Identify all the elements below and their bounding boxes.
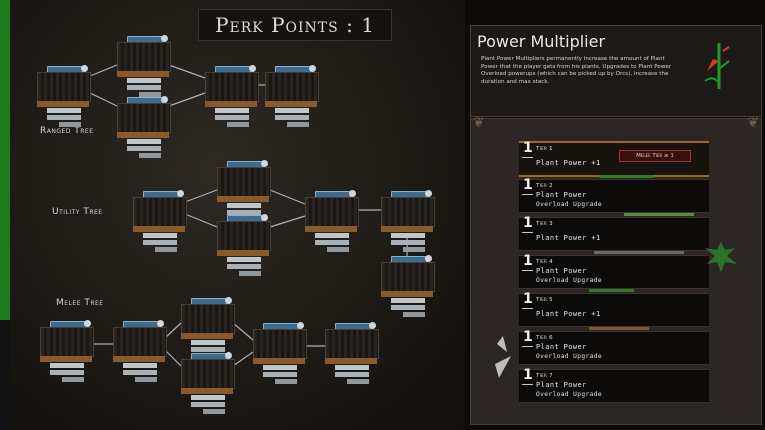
utility-perk-node[interactable] xyxy=(381,255,435,318)
tier-count: 1 xyxy=(523,253,533,269)
perk-info-description: Plant Power Multipliers permanently incr… xyxy=(481,56,672,85)
tier-row-2[interactable]: 1 Tier 2 Plant Power Overload Upgrade xyxy=(519,177,709,216)
eye-icon xyxy=(309,65,316,72)
left-strip-dark xyxy=(0,320,10,430)
tier-count: 1 xyxy=(523,367,533,383)
melee-perk-node[interactable] xyxy=(113,320,167,383)
utility-perk-node[interactable] xyxy=(133,190,187,253)
utility-perk-node[interactable] xyxy=(217,160,271,223)
tier-effect-line1: Plant Power +1 xyxy=(536,159,601,167)
tier-effect-line2: Overload Upgrade xyxy=(536,391,603,398)
melee-perk-node[interactable] xyxy=(181,297,235,360)
tier-count: 1 xyxy=(523,329,533,345)
tier-effect-line2: Overload Upgrade xyxy=(536,201,603,208)
ranged-perk-node[interactable] xyxy=(205,65,259,128)
tier-label: Tier 5 xyxy=(536,297,553,303)
eye-icon xyxy=(161,35,168,42)
tier-progress-bar xyxy=(589,327,649,330)
tier-progress-bar xyxy=(594,251,684,254)
eye-icon xyxy=(157,320,164,327)
melee-tier-requirement-badge: Melee Tier ≥ 1 xyxy=(619,150,691,162)
tier-effect-line1: Plant Power xyxy=(536,381,587,389)
tier-effect-line1: Plant Power +1 xyxy=(536,234,601,242)
tier-effect-line1: Plant Power +1 xyxy=(536,310,601,318)
tier-count: 1 xyxy=(523,140,533,156)
eye-icon xyxy=(425,190,432,197)
tier-label: Tier 1 xyxy=(536,146,553,152)
eye-icon xyxy=(177,190,184,197)
eye-icon xyxy=(297,322,304,329)
utility-perk-node[interactable] xyxy=(381,190,435,253)
ranged-perk-node[interactable] xyxy=(117,35,171,98)
perk-info-title: Power Multiplier xyxy=(477,32,606,51)
tier-progress-bar xyxy=(589,289,634,292)
tier-count: 1 xyxy=(523,215,533,231)
tier-label: Tier 3 xyxy=(536,221,553,227)
eye-icon xyxy=(425,255,432,262)
melee-tree-label: Melee Tree xyxy=(56,298,104,308)
tier-label: Tier 6 xyxy=(536,335,553,341)
tier-effect-line1: Plant Power xyxy=(536,267,587,275)
tier-label: Tier 4 xyxy=(536,259,553,265)
white-spark-icon xyxy=(495,336,511,378)
eye-icon xyxy=(261,214,268,221)
tier-row-7[interactable]: 1 Tier 7 Plant Power Overload Upgrade xyxy=(519,367,709,403)
melee-perk-node[interactable] xyxy=(181,352,235,415)
tier-effect-line2: Overload Upgrade xyxy=(536,277,603,284)
ranged-perk-node[interactable] xyxy=(37,65,91,128)
tier-progress-bar xyxy=(599,175,654,178)
power-multiplier-glyph-icon xyxy=(704,43,730,89)
perk-points-title: Perk Points : 1 xyxy=(198,9,392,41)
ranged-tree-label: Ranged Tree xyxy=(40,126,94,136)
tier-effect-line2: Overload Upgrade xyxy=(536,353,603,360)
splatter-effect-icon xyxy=(705,242,737,272)
tier-row-3[interactable]: 1 Tier 3 Plant Power +1 xyxy=(519,215,709,254)
tier-row-5[interactable]: 1 Tier 5 Plant Power +1 xyxy=(519,291,709,330)
eye-icon xyxy=(161,96,168,103)
eye-icon xyxy=(225,297,232,304)
eye-icon xyxy=(81,65,88,72)
tier-progress-bar xyxy=(624,213,694,216)
tier-row-4[interactable]: 1 Tier 4 Plant Power Overload Upgrade xyxy=(519,253,709,292)
eye-icon xyxy=(261,160,268,167)
tier-label: Tier 7 xyxy=(536,373,553,379)
eye-icon xyxy=(349,190,356,197)
eye-icon xyxy=(369,322,376,329)
corner-ornament-icon: ❦ xyxy=(473,115,485,131)
ranged-perk-node[interactable] xyxy=(117,96,171,159)
tier-count: 1 xyxy=(523,291,533,307)
melee-perk-node[interactable] xyxy=(325,322,379,385)
melee-perk-node[interactable] xyxy=(253,322,307,385)
tier-effect-line1: Plant Power xyxy=(536,343,587,351)
eye-icon xyxy=(249,65,256,72)
utility-perk-node[interactable] xyxy=(305,190,359,253)
eye-icon xyxy=(225,352,232,359)
utility-tree-label: Utility Tree xyxy=(52,207,103,217)
utility-perk-node[interactable] xyxy=(217,214,271,277)
tier-row-6[interactable]: 1 Tier 6 Plant Power Overload Upgrade xyxy=(519,329,709,365)
perk-info-panel: Power Multiplier Plant Power Multipliers… xyxy=(470,25,762,117)
tier-count: 1 xyxy=(523,177,533,193)
melee-perk-node[interactable] xyxy=(40,320,94,383)
tier-row-1[interactable]: 1 Tier 1 Plant Power +1 Melee Tier ≥ 1 xyxy=(519,140,709,178)
corner-ornament-icon: ❦ xyxy=(747,115,759,131)
eye-icon xyxy=(84,320,91,327)
tier-effect-line1: Plant Power xyxy=(536,191,587,199)
ranged-perk-node[interactable] xyxy=(265,65,319,128)
tier-list-panel: ❦ ❦ 1 Tier 1 Plant Power +1 Melee Tier ≥… xyxy=(470,115,762,425)
left-status-strip xyxy=(0,0,10,320)
tier-label: Tier 2 xyxy=(536,183,553,189)
